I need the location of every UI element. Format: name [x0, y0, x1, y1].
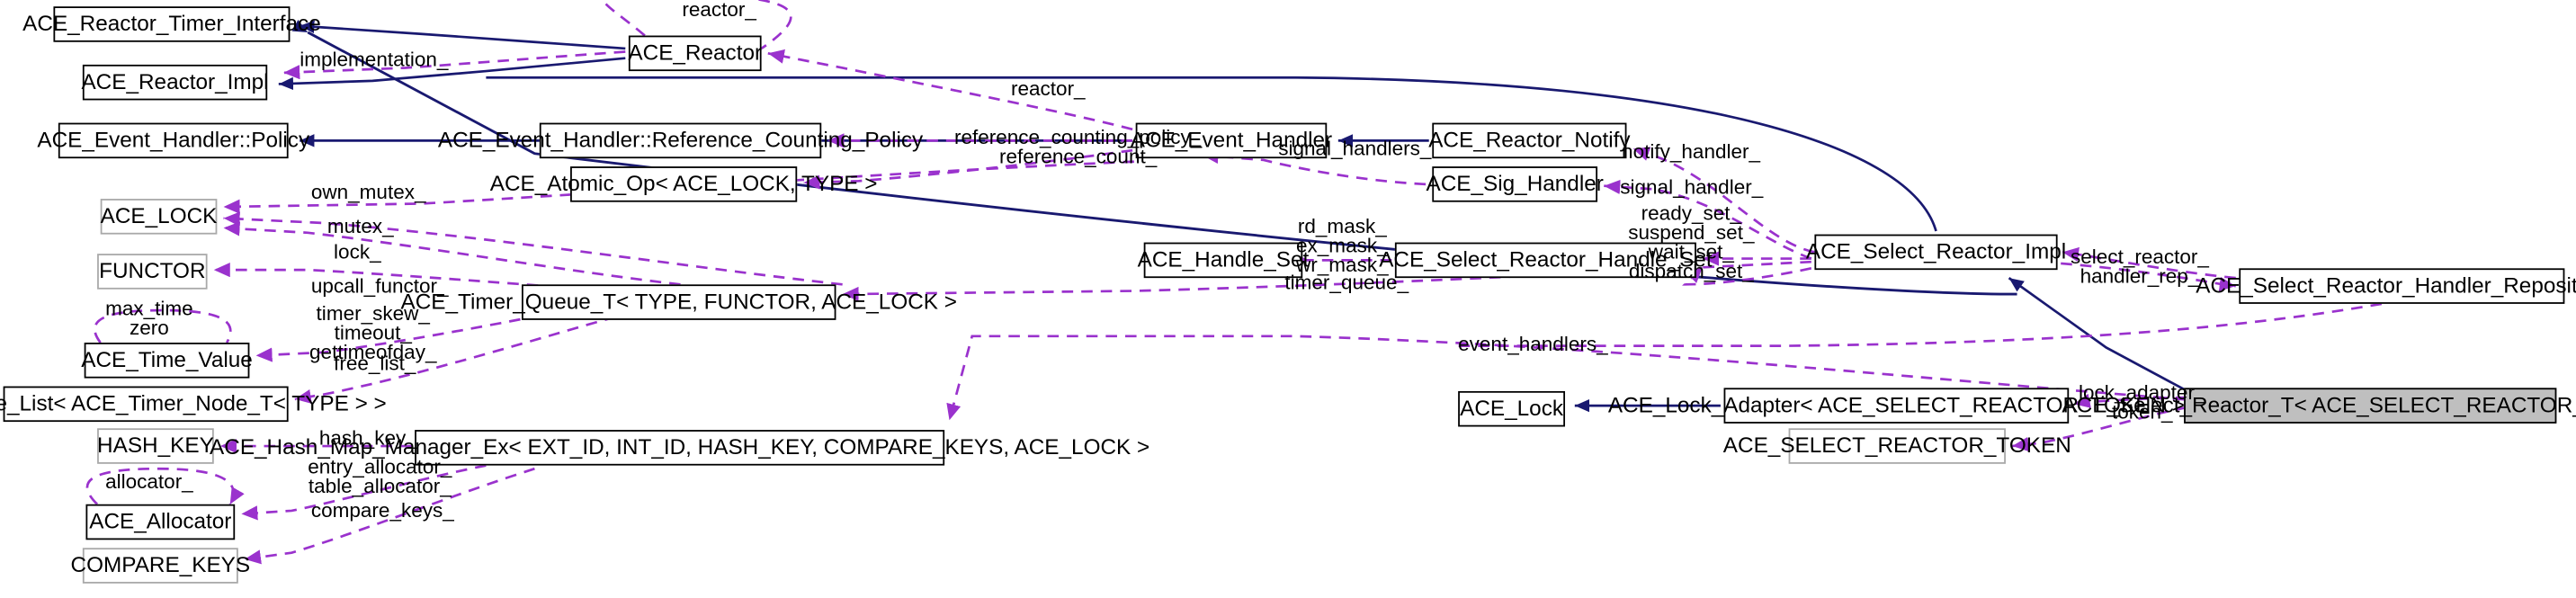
- edge-label-masks: rd_mask_ ex_mask_ wr_mask_: [1296, 215, 1389, 277]
- node-ace-allocator[interactable]: ACE_Allocator: [85, 504, 236, 540]
- node-ace-lock-template[interactable]: ACE_LOCK: [101, 199, 217, 235]
- node-ace-reactor-notify[interactable]: ACE_Reactor_Notify: [1428, 122, 1631, 159]
- edge-label-notify-handler: notify_handler_: [1622, 140, 1761, 164]
- node-hash-key-template[interactable]: HASH_KEY: [97, 428, 214, 464]
- edge-label-lock-adapter-token: lock_adapter_ token_: [2079, 381, 2206, 424]
- node-ace-lock-adapter[interactable]: ACE_Lock_Adapter< ACE_SELECT_REACTOR_TOK…: [1608, 388, 2185, 424]
- edge-label-mutex: mutex_: [326, 215, 394, 238]
- node-ace-lock[interactable]: ACE_Lock: [1458, 390, 1566, 427]
- edge-label-implementation: implementation_: [300, 48, 449, 72]
- edge-label-lock: lock_: [334, 240, 381, 263]
- edge-label-signal-handler: signal_handler_: [1620, 175, 1764, 200]
- edge-label-own-mutex: own_mutex_: [310, 181, 426, 204]
- edge-label-timer-skew: timer_skew_ timeout_ gettimeofday_: [309, 302, 437, 364]
- edge-label-reactor-mid: reactor_: [1010, 77, 1086, 101]
- node-ace-reactor-impl[interactable]: ACE_Reactor_Impl: [81, 64, 269, 101]
- node-ace-select-reactor-t[interactable]: ACE_Select_Reactor_T< ACE_SELECT_REACTOR…: [2062, 388, 2576, 424]
- node-ace-select-reactor-token-template[interactable]: ACE_SELECT_REACTOR_TOKEN: [1723, 428, 2071, 464]
- node-ace-select-reactor-handler-repository[interactable]: ACE_Select_Reactor_Handler_Repository: [2196, 268, 2576, 304]
- edge-label-select-reactor-handler-rep: select_reactor_ handler_rep_: [2071, 245, 2209, 288]
- node-ace-select-reactor-impl[interactable]: ACE_Select_Reactor_Impl: [1806, 234, 2066, 271]
- edge-label-compare-keys: compare_keys_: [310, 499, 454, 522]
- node-ace-event-handler[interactable]: ACE_Event_Handler: [1131, 122, 1332, 159]
- node-functor-template[interactable]: FUNCTOR: [97, 254, 208, 290]
- node-ace-time-value[interactable]: ACE_Time_Value: [81, 343, 253, 379]
- edge-label-max-time-zero: max_time zero: [105, 297, 193, 340]
- node-ace-atomic-op[interactable]: ACE_Atomic_Op< ACE_LOCK, TYPE >: [490, 166, 877, 202]
- node-ace-event-handler-reference-counting-policy[interactable]: ACE_Event_Handler::Reference_Counting_Po…: [438, 122, 923, 159]
- node-ace-handle-set[interactable]: ACE_Handle_Set: [1138, 242, 1309, 279]
- node-ace-select-reactor-handle-set[interactable]: ACE_Select_Reactor_Handle_Set: [1379, 242, 1713, 279]
- edge-label-signal-handlers: signal_handlers_: [1278, 137, 1432, 160]
- node-ace-hash-map-manager-ex[interactable]: ACE_Hash_Map_Manager_Ex< EXT_ID, INT_ID,…: [210, 430, 1149, 466]
- edge-label-reactor-top: reactor_: [682, 0, 756, 22]
- edge-label-allocator: allocator_: [105, 470, 193, 494]
- node-ace-free-list[interactable]: ACE_Free_List< ACE_Timer_Node_T< TYPE > …: [0, 386, 387, 423]
- edge-label-upcall-functor: upcall_functor_: [310, 274, 449, 298]
- edge-label-timer-queue: timer_queue_: [1284, 271, 1409, 295]
- edge-label-free-list: free_list_: [334, 352, 416, 375]
- edge-label-sets: ready_set_ suspend_set_ wait_set_ dispat…: [1628, 201, 1755, 283]
- edge-label-hash-key: hash_key_: [318, 426, 417, 450]
- edge-label-event-handlers: event_handlers_: [1458, 333, 1608, 356]
- node-ace-reactor[interactable]: ACE_Reactor: [628, 35, 762, 72]
- node-ace-sig-handler[interactable]: ACE_Sig_Handler: [1427, 166, 1604, 202]
- edge-label-reference-counting-policy: reference_counting_policy_ reference_cou…: [953, 126, 1203, 168]
- node-ace-timer-queue-t[interactable]: ACE_Timer_Queue_T< TYPE, FUNCTOR, ACE_LO…: [400, 284, 957, 320]
- edge-label-entry-table-allocator: entry_allocator_ table_allocator_: [308, 455, 452, 498]
- node-ace-reactor-timer-interface[interactable]: ACE_Reactor_Timer_Interface: [22, 6, 321, 42]
- node-ace-event-handler-policy[interactable]: ACE_Event_Handler::Policy: [37, 122, 309, 159]
- node-compare-keys-template[interactable]: COMPARE_KEYS: [71, 548, 250, 584]
